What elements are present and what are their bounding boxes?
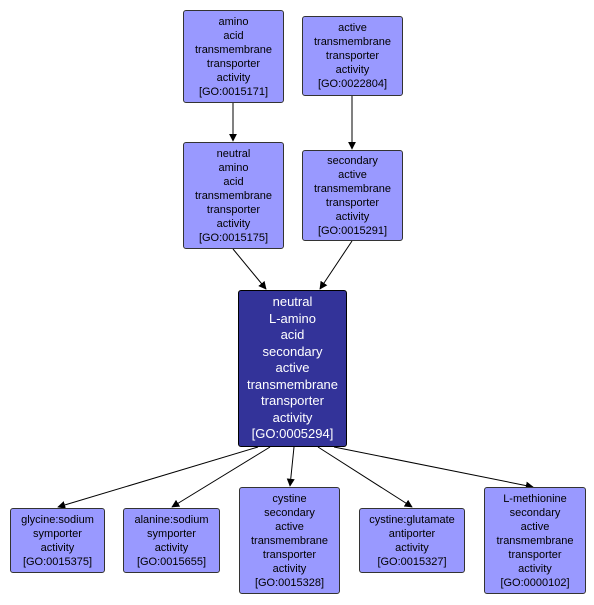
node-label: cystine secondary active transmembrane t… (250, 492, 329, 589)
edge-0015175-to-0005294 (232, 248, 267, 290)
node-go-0015655[interactable]: alanine:sodium symporter activity [GO:00… (123, 508, 220, 573)
node-go-0015171[interactable]: amino acid transmembrane transporter act… (183, 10, 284, 103)
node-label: neutral amino acid transmembrane transpo… (194, 147, 273, 244)
edge-0005294-to-0015375 (57, 446, 259, 509)
node-label: active transmembrane transporter activit… (313, 22, 392, 90)
edge-0015291-to-0005294 (319, 240, 353, 290)
node-go-0015175[interactable]: neutral amino acid transmembrane transpo… (183, 142, 284, 249)
node-label: L-methionine secondary active transmembr… (496, 492, 574, 589)
node-label: secondary active transmembrane transport… (313, 154, 392, 237)
node-label: amino acid transmembrane transporter act… (194, 15, 273, 98)
node-go-0022804[interactable]: active transmembrane transporter activit… (302, 16, 403, 96)
edge-0005294-to-0015328 (286, 446, 295, 487)
edge-0005294-to-0000102 (333, 446, 534, 490)
edge-0005294-to-0015327 (317, 446, 413, 508)
node-go-0015327[interactable]: cystine:glutamate antiporter activity [G… (359, 508, 465, 573)
node-go-0000102[interactable]: L-methionine secondary active transmembr… (484, 487, 586, 594)
node-go-0005294-focus[interactable]: neutral L-amino acid secondary active tr… (238, 290, 347, 447)
node-go-0015291[interactable]: secondary active transmembrane transport… (302, 150, 403, 241)
node-label: alanine:sodium symporter activity [GO:00… (134, 513, 209, 568)
edge-0005294-to-0015655 (171, 446, 271, 508)
node-label: glycine:sodium symporter activity [GO:00… (21, 513, 94, 568)
node-label: cystine:glutamate antiporter activity [G… (369, 513, 455, 568)
node-label: neutral L-amino acid secondary active tr… (246, 294, 339, 442)
node-go-0015375[interactable]: glycine:sodium symporter activity [GO:00… (10, 508, 105, 573)
node-go-0015328[interactable]: cystine secondary active transmembrane t… (239, 487, 340, 594)
